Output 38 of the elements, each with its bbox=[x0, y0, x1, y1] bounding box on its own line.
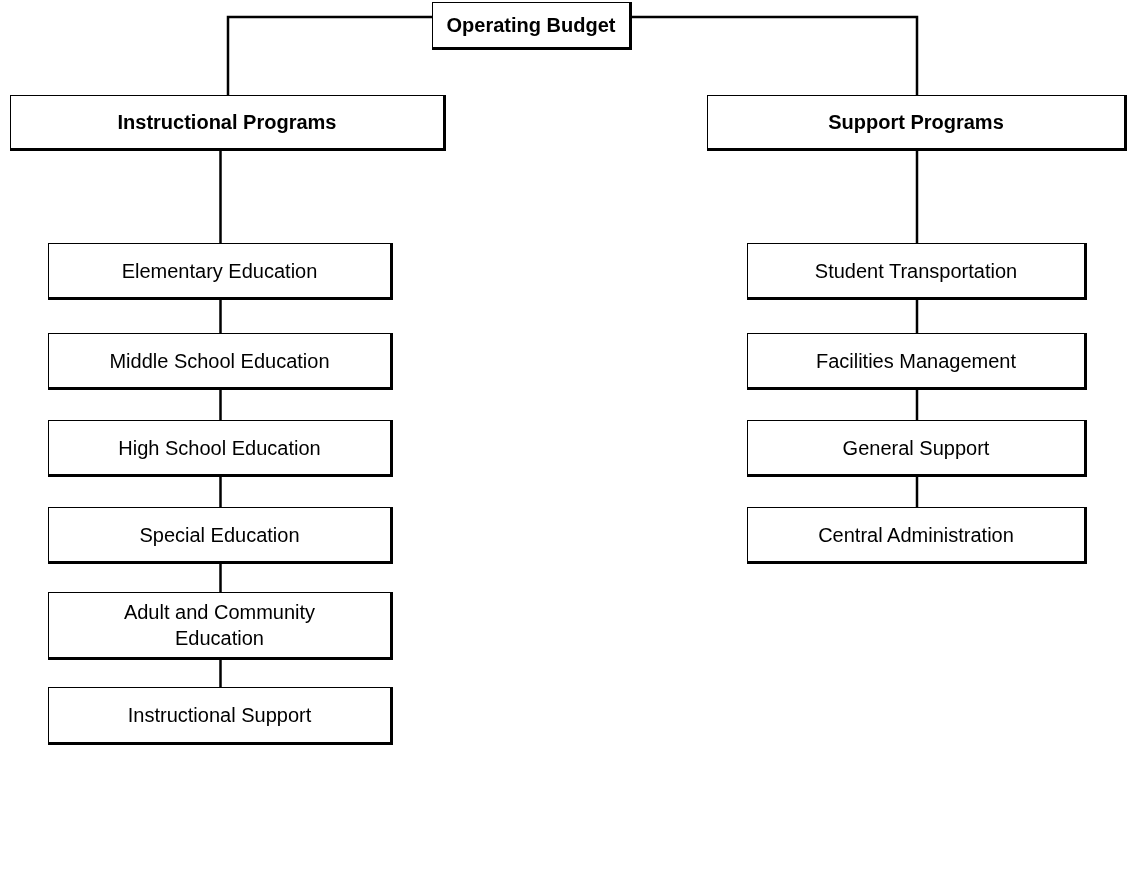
box-label: High School Education bbox=[117, 435, 322, 461]
box-label: Elementary Education bbox=[120, 258, 319, 284]
box-label: Middle School Education bbox=[108, 348, 331, 374]
box-label: Student Transportation bbox=[813, 258, 1019, 284]
connector-line bbox=[915, 300, 919, 333]
connector-line bbox=[219, 660, 222, 687]
program-box bbox=[48, 333, 393, 390]
connector-line bbox=[915, 477, 919, 507]
program-box bbox=[10, 95, 446, 151]
program-box bbox=[432, 2, 632, 50]
box-label: Support Programs bbox=[827, 110, 1005, 135]
program-box bbox=[707, 95, 1127, 151]
connector-line bbox=[219, 477, 222, 507]
program-box bbox=[48, 420, 393, 477]
program-box bbox=[747, 507, 1087, 564]
connector-line bbox=[915, 151, 919, 243]
box-label: Central Administration bbox=[817, 522, 1015, 548]
program-box bbox=[48, 507, 393, 564]
connector-line bbox=[219, 151, 222, 243]
program-box bbox=[48, 687, 393, 745]
box-label: Instructional Support bbox=[126, 703, 313, 728]
box-label: Facilities Management bbox=[814, 348, 1018, 374]
box-label: Instructional Programs bbox=[116, 110, 338, 135]
program-box bbox=[747, 333, 1087, 390]
box-label: Adult and Community Education bbox=[122, 600, 317, 651]
connector-line bbox=[219, 390, 222, 420]
connector-line bbox=[219, 300, 222, 333]
connector-line bbox=[226, 15, 432, 95]
box-label: General Support bbox=[841, 435, 991, 461]
box-label: Special Education bbox=[138, 522, 301, 548]
connector-line bbox=[219, 564, 222, 592]
connector-line bbox=[915, 390, 919, 420]
program-box bbox=[48, 592, 393, 660]
program-box bbox=[747, 420, 1087, 477]
program-box bbox=[747, 243, 1087, 300]
box-label: Operating Budget bbox=[445, 13, 617, 38]
connector-line bbox=[632, 15, 919, 95]
program-box bbox=[48, 243, 393, 300]
